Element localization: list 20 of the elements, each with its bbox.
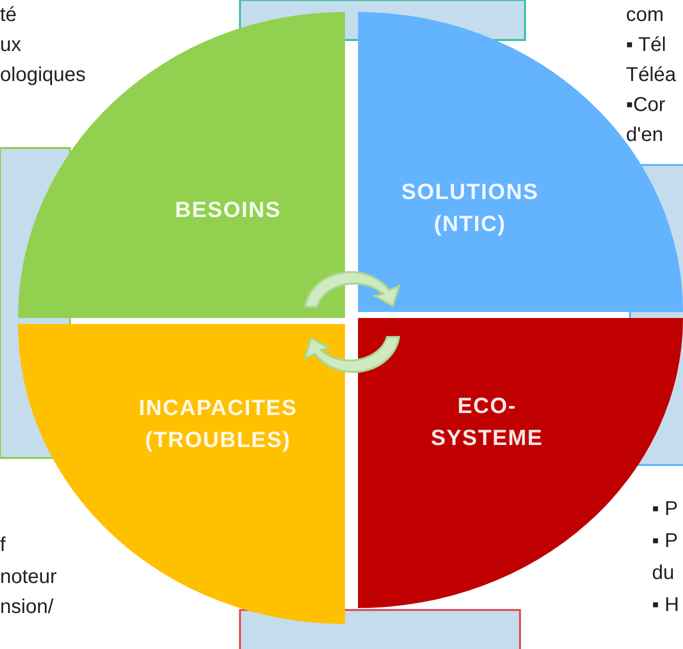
cropped-text: nsion/ (0, 595, 54, 620)
cropped-text: du (652, 561, 674, 586)
quadrant-title: INCAPACITES (TROUBLES) (138, 394, 298, 454)
quadrant-title: ECO- SYSTEME (430, 392, 544, 452)
cropped-text: ux (0, 33, 22, 58)
cropped-text: Téléa (626, 63, 676, 88)
cropped-text: té (0, 3, 17, 28)
cropped-text: ▪ Tél (626, 33, 666, 58)
quadrant-title: BESOINS (174, 196, 282, 224)
cropped-text: ▪ P (652, 497, 678, 522)
pie-quadrant (358, 12, 683, 312)
cropped-text: d'en (626, 123, 664, 148)
cropped-text: ▪ H (652, 593, 680, 618)
cropped-text: noteur (0, 565, 57, 590)
cropped-text: ▪Cor (626, 93, 666, 118)
cropped-text: ologiques (0, 63, 86, 88)
cropped-text: f (0, 533, 6, 558)
cropped-text: ▪ P (652, 529, 678, 554)
cropped-text: com (626, 3, 664, 28)
quadrant-title: SOLUTIONS (NTIC) (400, 178, 540, 238)
